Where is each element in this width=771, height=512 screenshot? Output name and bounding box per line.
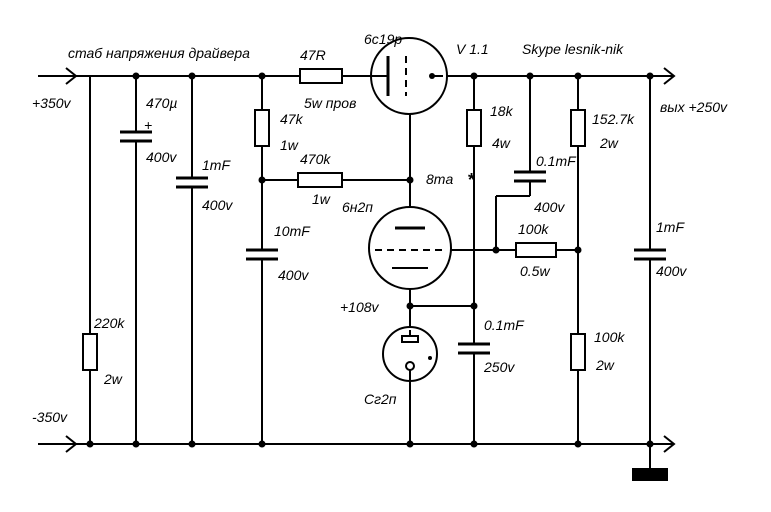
- c-1mF-right-value: 1mF: [656, 219, 685, 235]
- c-10mF-voltage: 400v: [278, 267, 309, 283]
- c-01mF-bottom-voltage: 250v: [483, 359, 515, 375]
- resistor-47k: [254, 76, 270, 250]
- resistor-152k: [570, 76, 586, 334]
- positive-rail: [38, 67, 676, 85]
- c-01mF-bottom-value: 0.1mF: [484, 317, 525, 333]
- tube-sg2p: [382, 305, 474, 444]
- negative-input-label: -350v: [32, 409, 68, 425]
- c-1mF-left-value: 1mF: [202, 157, 231, 173]
- ref-voltage-label: +108v: [340, 299, 380, 315]
- title-label: стаб напряжения драйвера: [68, 45, 250, 61]
- r-series-value: 47R: [300, 47, 326, 63]
- capacitor-10mF: [246, 248, 278, 444]
- junction-dots: [86, 72, 654, 448]
- r-220k-power: 2w: [103, 371, 123, 387]
- r-470k-value: 470k: [300, 151, 331, 167]
- c-input-voltage: 400v: [146, 149, 177, 165]
- current-mark: *: [468, 170, 475, 190]
- r-47k-power: 1w: [280, 137, 299, 153]
- positive-input-arrow: [65, 67, 78, 85]
- output-arrow: [663, 67, 676, 85]
- negative-rail: [38, 435, 676, 453]
- resistor-470k: [262, 172, 410, 188]
- contact-label: Skype lesnik-nik: [522, 41, 624, 57]
- tube-top-label: 6с19р: [364, 31, 402, 47]
- resistor-18k: [466, 76, 482, 344]
- r-18k-value: 18k: [490, 103, 514, 119]
- c-1mF-left-voltage: 400v: [202, 197, 233, 213]
- c-10mF-value: 10mF: [274, 223, 311, 239]
- r-152k-power: 2w: [599, 135, 619, 151]
- c-input-polarity: +: [144, 117, 152, 133]
- ground-arrow: [663, 435, 676, 453]
- r-470k-power: 1w: [312, 191, 331, 207]
- c-1mF-right-voltage: 400v: [656, 263, 687, 279]
- r-18k-power: 4w: [492, 135, 511, 151]
- output-label: вых +250v: [660, 99, 728, 115]
- c-input-value: 470µ: [146, 95, 177, 111]
- resistor-47R: [299, 68, 343, 84]
- tube-6s19p: [370, 37, 448, 210]
- capacitor-0.1mF-bottom: [458, 342, 490, 444]
- c-01mF-top-voltage: 400v: [534, 199, 565, 215]
- capacitor-0.1mF-top: [495, 76, 546, 250]
- r-47k-value: 47k: [280, 111, 304, 127]
- r-100k-mid-power: 0.5w: [520, 263, 550, 279]
- tube-regulator-label: Сг2п: [364, 391, 397, 407]
- r-220k-value: 220k: [93, 315, 125, 331]
- capacitor-1mF-left: [176, 76, 208, 444]
- resistor-100k-mid: [515, 242, 578, 258]
- version-label: V 1.1: [456, 41, 489, 57]
- current-label: 8ma: [426, 171, 453, 187]
- negative-input-arrow: [65, 435, 78, 453]
- capacitor-1mF-right: [634, 76, 666, 444]
- ground-symbol: [632, 468, 668, 481]
- r-152k-value: 152.7k: [592, 111, 635, 127]
- r-100k-bottom-value: 100k: [594, 329, 625, 345]
- resistor-220k: [82, 76, 98, 444]
- tube-6n2p: [368, 206, 516, 330]
- resistor-100k-bottom: [570, 333, 586, 444]
- r-100k-mid-value: 100k: [518, 221, 549, 237]
- c-01mF-top-value: 0.1mF: [536, 153, 577, 169]
- r-100k-bottom-power: 2w: [595, 357, 615, 373]
- r-series-power: 5w пров: [304, 95, 356, 111]
- capacitor-470u: [120, 76, 152, 444]
- positive-input-label: +350v: [32, 95, 72, 111]
- tube-middle-label: 6н2п: [342, 199, 373, 215]
